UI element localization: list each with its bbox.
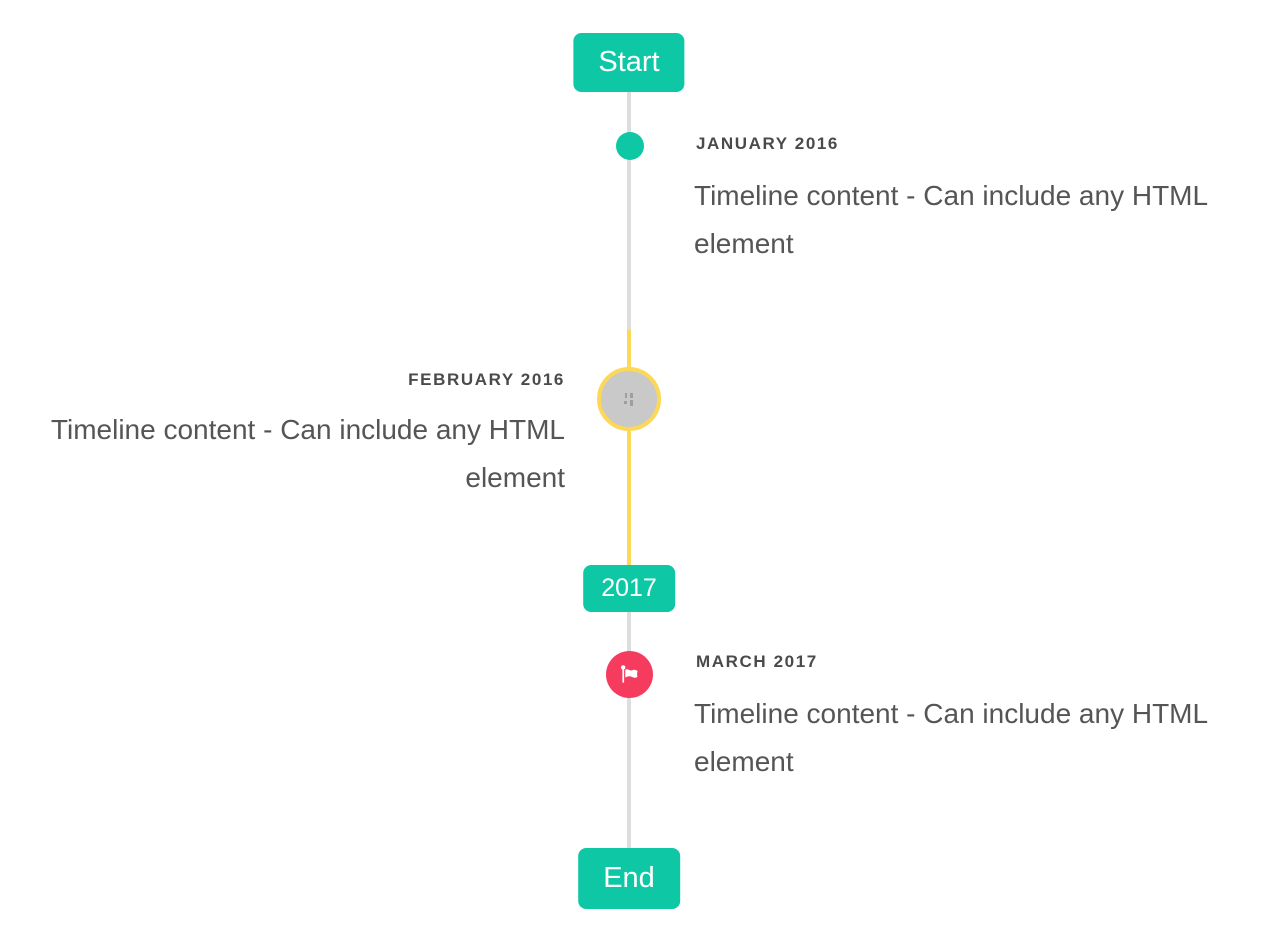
end-badge[interactable]: End [578,848,680,909]
flag-icon [618,663,642,687]
event-marker-dot[interactable] [616,132,644,160]
event-date: JANUARY 2016 [696,134,839,153]
event-date: FEBRUARY 2016 [408,370,565,389]
event-date: MARCH 2017 [696,652,818,671]
event-marker-flag-circle[interactable] [606,651,653,698]
event-content: Timeline content - Can include any HTML … [694,180,1208,259]
timeline-line-highlighted-segment [627,330,631,566]
start-badge[interactable]: Start [573,33,685,92]
event-content: Timeline content - Can include any HTML … [694,698,1208,777]
year-badge[interactable]: 2017 [583,565,675,612]
event-content: Timeline content - Can include any HTML … [50,414,565,493]
event-marker-image-circle[interactable] [597,367,661,431]
broken-image-icon [620,390,639,408]
